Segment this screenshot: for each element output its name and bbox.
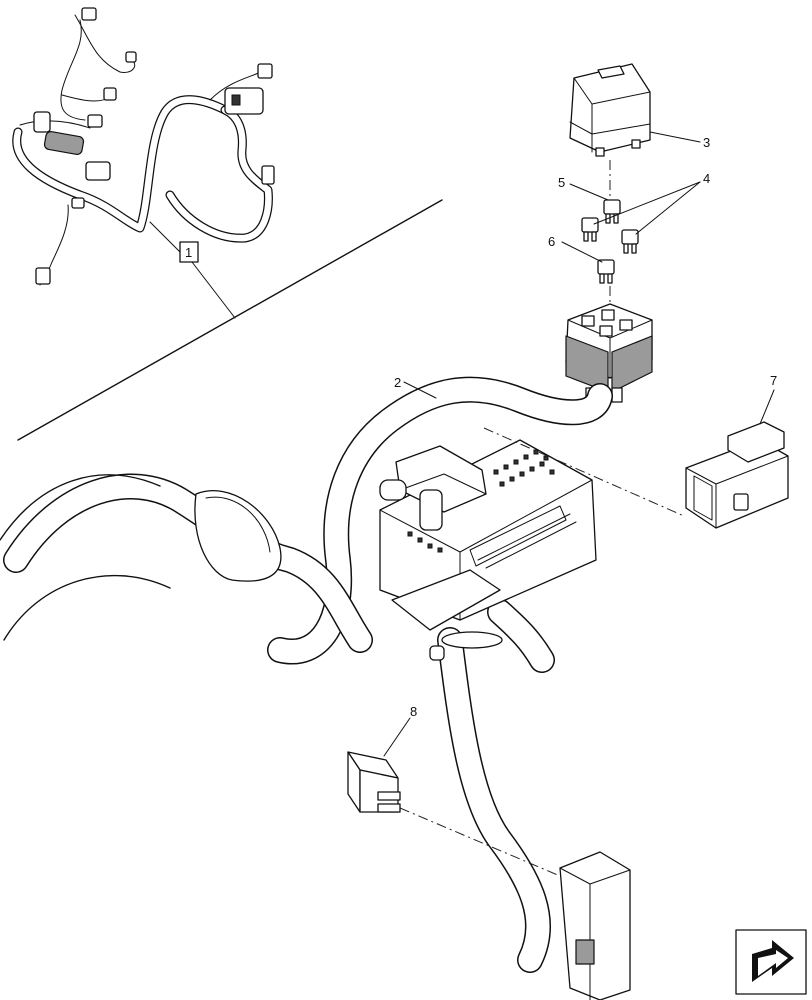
- callout-1-label: 1: [185, 245, 192, 260]
- arrow-next-icon[interactable]: [735, 929, 807, 995]
- callout-5-label: 5: [558, 175, 565, 190]
- connector-pins: [407, 449, 555, 553]
- callout-7-label: 7: [770, 373, 777, 388]
- callout-4-label: 4: [703, 171, 710, 186]
- main-harness: [0, 376, 613, 973]
- fuse-relay-block: [565, 303, 653, 403]
- callout-8-label: 8: [410, 704, 417, 719]
- callout-1-leader: [149, 221, 236, 319]
- wiring-harness-assembly: [12, 7, 275, 286]
- lower-connector: [559, 851, 631, 1000]
- maxi-fuse: [347, 751, 401, 813]
- separator-line: [17, 199, 443, 441]
- callout-2-label: 2: [394, 375, 401, 390]
- connector-housing: [685, 421, 789, 529]
- callout-6-label: 6: [548, 234, 555, 249]
- callout-3-label: 3: [703, 135, 710, 150]
- relay: [569, 63, 651, 157]
- mini-fuses: [581, 199, 639, 284]
- control-unit-connectors: [379, 439, 597, 661]
